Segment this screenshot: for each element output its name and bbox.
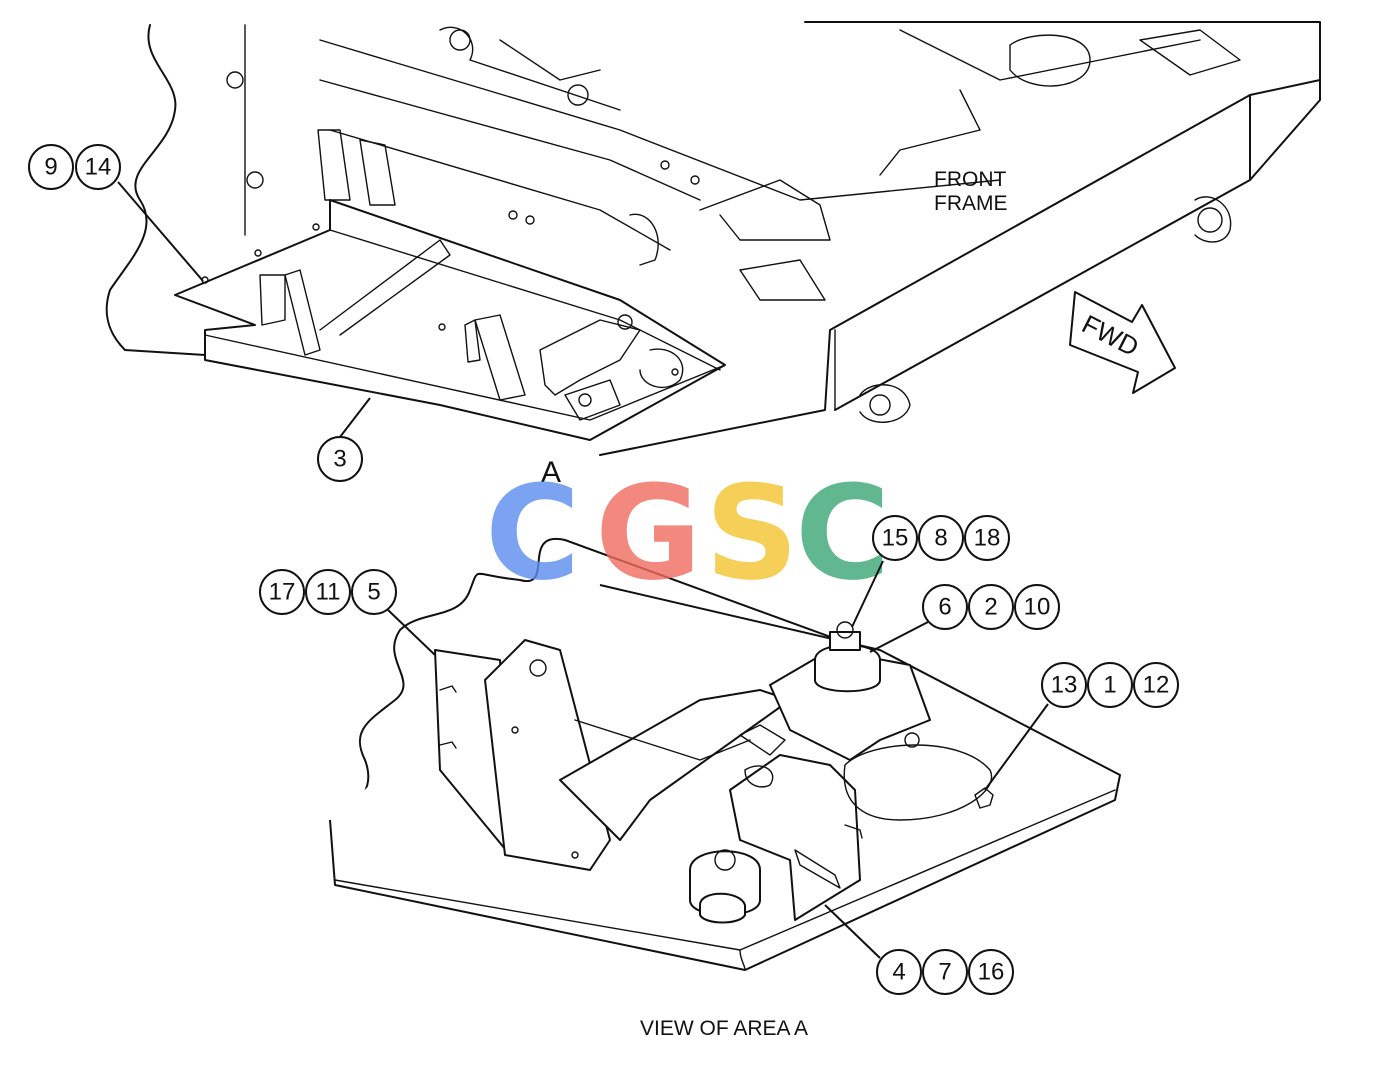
watermark-logo: C G S C [485, 457, 890, 609]
front-frame-label-line2: FRAME [934, 192, 1008, 215]
callout-number: 7 [938, 959, 951, 986]
callout-9-14: 9 14 [28, 144, 121, 190]
callout-number: 6 [938, 594, 951, 621]
callout-number: 10 [1024, 594, 1051, 621]
callout-4-7-16: 4 7 16 [876, 949, 1014, 995]
callout-number: 1 [1103, 672, 1116, 699]
callout-13-1-12: 13 1 12 [1041, 662, 1179, 708]
callout-17-11-5: 17 11 5 [259, 569, 397, 615]
callout-6-2-10: 6 2 10 [922, 584, 1060, 630]
front-frame-drawing [105, 21, 1321, 456]
skid-plate-upper [174, 199, 726, 441]
leader-lines [117, 181, 1049, 959]
callout-number: 11 [316, 579, 341, 606]
watermark-letter-c1: C [485, 457, 580, 609]
callout-number: 16 [978, 959, 1005, 986]
callout-number: 14 [85, 154, 112, 181]
callout-number: 5 [367, 579, 380, 606]
callout-number: 17 [269, 579, 296, 606]
fwd-arrow: FWD [1069, 291, 1176, 394]
view-caption: VIEW OF AREA A [640, 1017, 808, 1040]
callout-number: 2 [984, 594, 997, 621]
callout-number: 3 [333, 446, 346, 473]
callout-number: 15 [882, 525, 909, 552]
front-frame-label-line1: FRONT [934, 168, 1006, 191]
callout-15-8-18: 15 8 18 [872, 515, 1010, 561]
callout-3: 3 [317, 436, 363, 482]
callout-number: 12 [1143, 672, 1170, 699]
watermark-letter-g: G [595, 457, 702, 609]
callout-number: 8 [934, 525, 947, 552]
callout-number: 4 [892, 959, 905, 986]
callout-number: 9 [44, 154, 57, 181]
area-a-marker: A [541, 456, 561, 489]
watermark-letter-s: S [705, 457, 799, 609]
callout-number: 13 [1051, 672, 1078, 699]
area-a-drawing [329, 537, 1121, 971]
callout-number: 18 [974, 525, 1001, 552]
